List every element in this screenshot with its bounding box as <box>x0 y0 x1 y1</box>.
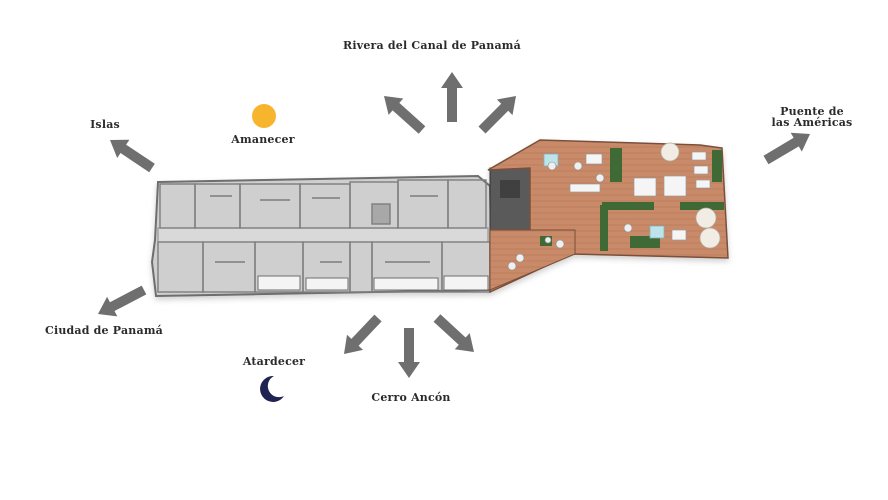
arrow-puente-icon <box>763 132 810 165</box>
arrow-north-east-icon <box>478 96 516 134</box>
service-core <box>489 167 531 231</box>
arrow-south-west-icon <box>344 314 382 354</box>
label-amanecer: Amanecer <box>231 133 295 146</box>
sun-icon <box>252 104 276 128</box>
pool <box>649 225 665 239</box>
arrow-ciudad-icon <box>98 285 147 317</box>
corridor <box>157 227 489 243</box>
umbrellas <box>660 142 721 249</box>
balconies <box>257 275 489 291</box>
arrow-south-icon <box>398 328 420 378</box>
label-rivera-del-canal: Rivera del Canal de Panamá <box>343 39 521 52</box>
label-islas: Islas <box>90 118 120 131</box>
tables <box>507 161 633 271</box>
arrow-north-west-icon <box>384 96 426 134</box>
terrace-deck-lower <box>489 229 576 291</box>
arrow-islas-icon <box>110 139 155 173</box>
label-cerro-ancon: Cerro Ancón <box>371 391 451 404</box>
elevator-block <box>500 180 520 198</box>
crescent-moon-icon <box>260 375 284 402</box>
arrow-north-icon <box>441 72 463 122</box>
building-floor-plan <box>150 139 729 298</box>
room-walls-upper <box>159 179 487 229</box>
label-atardecer: Atardecer <box>242 355 306 368</box>
direction-arrows <box>98 72 810 378</box>
label-ciudad-de-panama: Ciudad de Panamá <box>45 324 163 337</box>
arrow-south-east-icon <box>433 314 474 352</box>
label-puente-de-las-americas: Puente de las Américas <box>771 105 853 129</box>
terrace-furniture <box>569 151 711 241</box>
